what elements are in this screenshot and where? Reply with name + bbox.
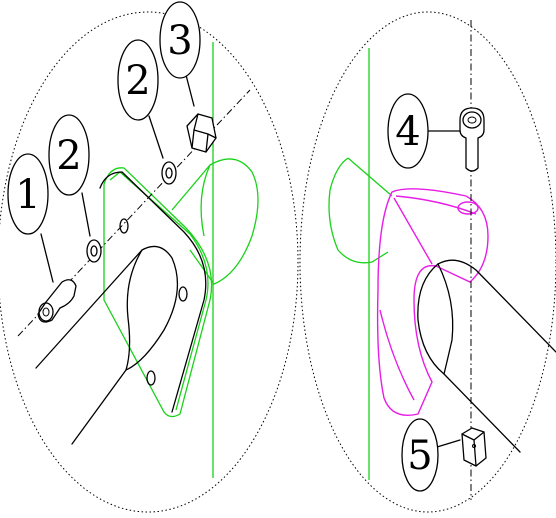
left-detail-circle <box>0 11 299 513</box>
left-detail-view <box>0 11 299 513</box>
socket-bolt-part-4 <box>459 107 485 172</box>
right-detail-view <box>299 11 556 513</box>
left-green-tube <box>171 158 259 285</box>
callout-2-right: 2 <box>117 39 159 121</box>
clamp-bracket <box>376 188 489 416</box>
right-green-tube <box>328 157 393 264</box>
washer-part-2-left <box>86 239 102 263</box>
mounting-plate <box>103 167 213 418</box>
hex-nut-part-3 <box>186 113 217 153</box>
svg-text:2: 2 <box>125 58 150 104</box>
left-leader-lines <box>40 74 195 283</box>
callout-2-left: 2 <box>48 114 90 196</box>
plate-bolt-holes <box>119 218 188 386</box>
svg-text:4: 4 <box>395 109 420 155</box>
svg-text:2: 2 <box>56 133 81 179</box>
callout-1: 1 <box>7 153 49 235</box>
svg-text:3: 3 <box>167 18 192 64</box>
right-leader-lines <box>427 130 461 448</box>
hex-nut-part-5 <box>461 427 487 467</box>
left-black-tube <box>35 245 178 445</box>
socket-bolt-part-1 <box>37 279 77 323</box>
right-black-tube <box>417 259 556 453</box>
washer-part-2-right <box>161 161 177 185</box>
callout-3: 3 <box>159 1 201 79</box>
right-detail-circle <box>299 11 556 513</box>
svg-text:5: 5 <box>407 433 432 479</box>
callout-4: 4 <box>387 93 429 169</box>
svg-text:1: 1 <box>15 172 40 218</box>
callout-5: 5 <box>401 418 439 492</box>
